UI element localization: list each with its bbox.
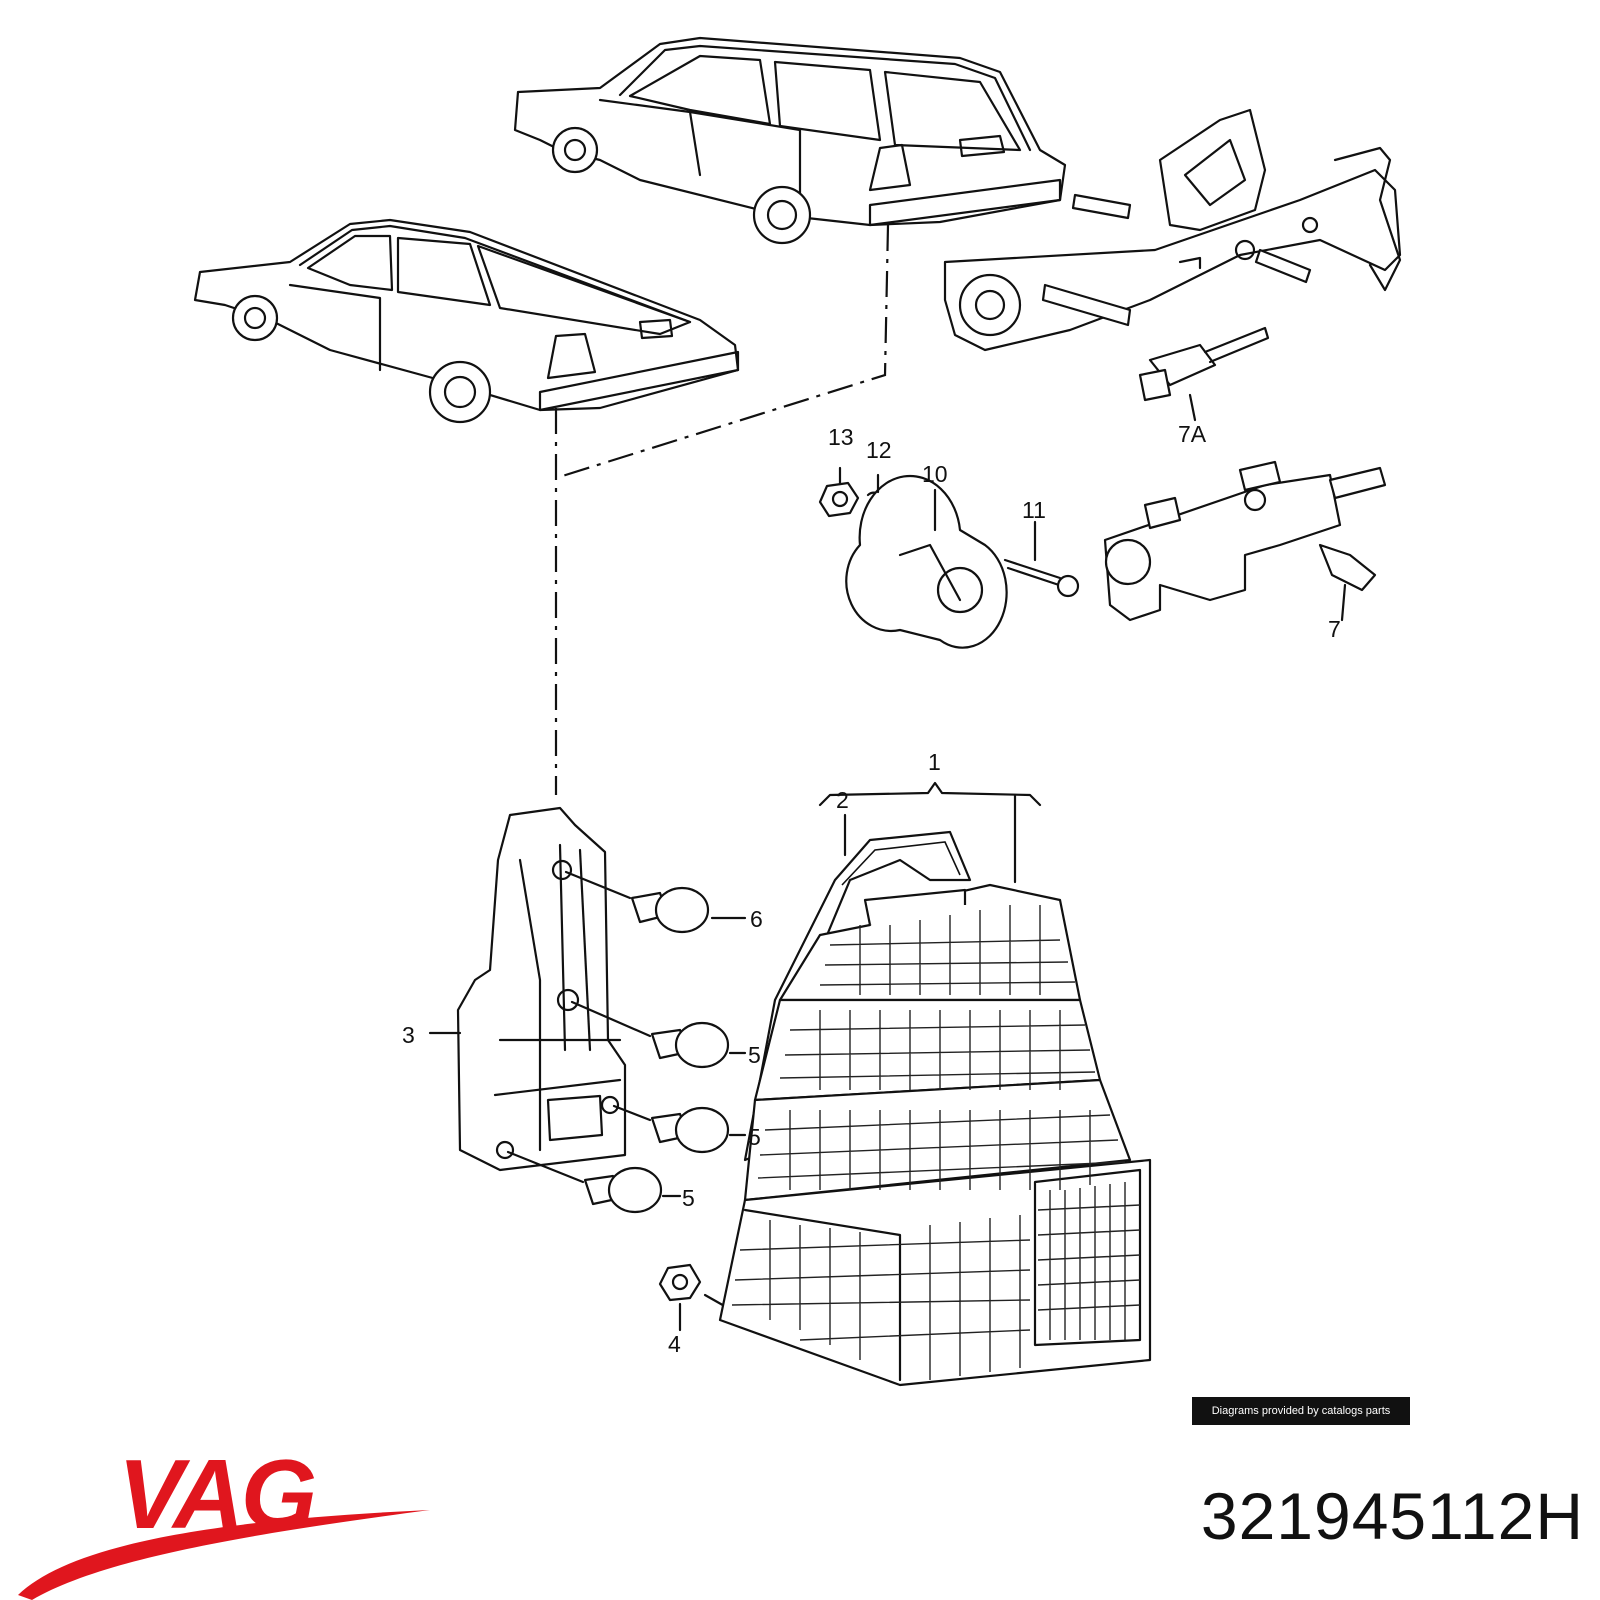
- callout-4: 4: [668, 1331, 681, 1357]
- callout-13: 13: [828, 424, 854, 450]
- callout-7: 7: [1328, 616, 1341, 642]
- callout-leaders: [428, 466, 1042, 1198]
- diagram-credit-banner: Diagrams provided by catalogs parts: [1192, 1397, 1410, 1425]
- small-hardware-parts: [818, 474, 1080, 649]
- bulb-5-middle: [612, 1104, 730, 1154]
- callout-11: 11: [1022, 497, 1046, 523]
- bulb-holder: [456, 806, 627, 1172]
- callout-2: 2: [836, 787, 849, 813]
- master-cylinder: [1103, 460, 1387, 622]
- callout-5-bottom: 5: [682, 1185, 695, 1211]
- bulb-5-top: [570, 1000, 730, 1069]
- logo-swoosh: [18, 1510, 430, 1600]
- nut-4: [658, 1263, 737, 1332]
- vag-logo: VAG: [18, 1450, 430, 1600]
- leader-lines: [554, 224, 890, 795]
- callout-3: 3: [402, 1022, 415, 1048]
- hatchback-car-illustration: [193, 218, 740, 424]
- callout-6: 6: [750, 906, 763, 932]
- tail-lamp-assembly: [718, 830, 1152, 1387]
- part-number: 321945112H: [1200, 1479, 1584, 1553]
- brake-switch-7a: [1138, 326, 1270, 422]
- callout-5-top: 5: [748, 1042, 761, 1068]
- callout-5-middle: 5: [748, 1124, 761, 1150]
- callout-12: 12: [866, 437, 892, 463]
- bulb-5-bottom: [506, 1150, 663, 1214]
- pedal-bracket-assembly: [943, 108, 1402, 352]
- logo-text: VAG: [118, 1450, 315, 1549]
- callout-7a: 7A: [1178, 421, 1207, 447]
- callout-1: 1: [928, 749, 941, 775]
- wagon-car-illustration: [513, 36, 1067, 245]
- callout-10: 10: [922, 461, 948, 487]
- bulb-6: [564, 870, 710, 934]
